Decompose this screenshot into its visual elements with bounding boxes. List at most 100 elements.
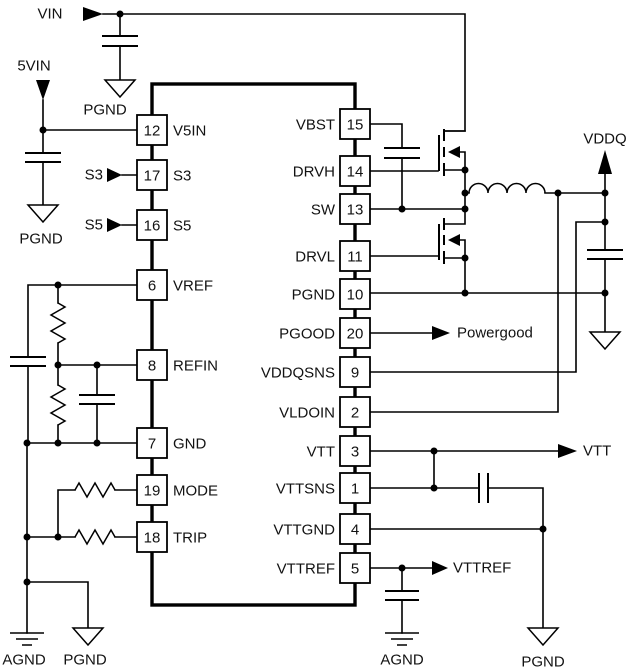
pin-8-refin: 8 REFIN [136,349,218,381]
pin-number: 13 [347,202,364,219]
pgnd-triangle-bottom-left [71,627,105,647]
pin-number: 8 [148,358,156,375]
pin-name: REFIN [173,358,218,375]
wire-vref [27,284,138,444]
wire-vtt [369,450,559,489]
resistor-trip [74,528,116,546]
pin-name: DRVL [295,249,335,266]
wire-vbst-boot [369,123,403,210]
pin-number: 10 [347,287,364,304]
pin-12-v5in: 12 V5IN [136,114,206,146]
pin-name: PGND [292,287,336,304]
pin-7-gnd: 7 GND [136,427,207,459]
pin-3-vtt: 3 VTT [307,435,371,467]
pin-18-trip: 18 TRIP [136,521,207,553]
pin-number: 3 [351,444,359,461]
pin-6-vref: 6 VREF [136,269,213,301]
pin-number: 16 [144,218,161,235]
wire-vttgnd [369,528,544,629]
pin-number: 1 [351,481,359,498]
pin-number: 11 [347,249,363,266]
pin-number: 12 [144,123,161,140]
capacitor-vddq [587,249,623,260]
wire-mode [57,489,138,538]
right-pins: 15 VBST 14 DRVH 13 SW 11 DRVL 10 PGND 20… [261,108,371,584]
left-pins: 12 V5IN 17 S3 16 S5 6 VREF 8 REFIN 7 GND [136,114,218,553]
capacitor-vttsns [478,473,489,503]
pin-number: 15 [347,117,364,134]
pin-number: 4 [351,522,359,539]
pin-number: 20 [347,326,364,343]
pin-19-mode: 19 MODE [136,474,218,506]
pin-name: VREF [173,278,213,295]
capacitor-vin [102,35,138,47]
resistor-vref-top [49,302,67,344]
wire-vttsns [369,487,544,530]
pgnd-triangle-vddq-cap [588,331,622,351]
wire-mosfet-nodes [443,130,466,294]
capacitor-vref [10,356,46,367]
pin-name: S3 [173,168,191,185]
pin-2-vldoin: 2 VLDOIN [279,396,371,428]
pin-10-pgnd: 10 PGND [292,278,371,310]
wire-gnd-bus [26,442,138,634]
pin-11-drvl: 11 DRVL [295,240,371,272]
pin-name: SW [311,202,336,219]
capacitor-refin [79,394,115,405]
pin-name: VLDOIN [279,405,335,422]
pgnd-label-vin-cap: PGND [83,102,127,119]
pin-name: VDDQSNS [261,365,335,382]
5vin-input-arrow [36,80,50,100]
resistors [49,302,116,546]
ic-body [150,82,357,607]
pin-name: VTTGND [273,522,335,539]
pin-5-vttref: 5 VTTREF [277,552,371,584]
capacitor-5vin [25,152,61,163]
pin-number: 5 [351,561,359,578]
pin-number: 7 [148,436,156,453]
s3-label: S3 [85,167,103,184]
vttref-label: VTTREF [453,560,511,577]
pin-name: VTTREF [277,561,335,578]
pgnd-label-bottom-right: PGND [521,654,565,671]
pin-name: S5 [173,218,191,235]
pin-name: V5IN [173,123,206,140]
powergood-label: Powergood [457,325,533,342]
pin-number: 2 [351,405,359,422]
s3-input-arrow [107,168,122,182]
pin-14-drvh: 14 DRVH [293,155,371,187]
pgnd-triangle-vin-cap [103,79,137,99]
s5-input-arrow [107,218,122,232]
pin-17-s3: 17 S3 [136,159,191,191]
vtt-label: VTT [583,443,611,460]
5vin-label: 5VIN [17,58,50,75]
pin-16-s5: 16 S5 [136,209,191,241]
agnd-label-bottom-right: AGND [380,652,424,669]
pin-13-sw: 13 SW [311,193,371,225]
vin-label: VIN [37,6,62,23]
ground-symbols [10,79,622,647]
pin-number: 9 [351,365,359,382]
mosfet-hs-body-arrow [448,146,460,158]
pgnd-label-5vin-cap: PGND [19,231,63,248]
capacitor-bootstrap [384,147,420,159]
pgnd-label-bottom-left: PGND [63,652,107,669]
s5-label: S5 [85,217,103,234]
vddq-output-arrow [598,150,612,174]
vtt-output-arrow [558,444,577,458]
pin-number: 19 [144,483,161,500]
pin-name: PGOOD [279,326,335,343]
pin-number: 18 [144,530,161,547]
capacitors [10,35,623,601]
pin-name: TRIP [173,530,207,547]
vddq-label: VDDQ [583,131,626,148]
pin-number: 17 [144,168,161,185]
pin-name: VBST [296,117,335,134]
pin-name: GND [173,436,207,453]
mosfet-high-side [438,129,460,176]
wire-vldoin [369,192,559,413]
pin-4-vttgnd: 4 VTTGND [273,513,371,545]
pgnd-triangle-5vin-cap [26,204,60,224]
